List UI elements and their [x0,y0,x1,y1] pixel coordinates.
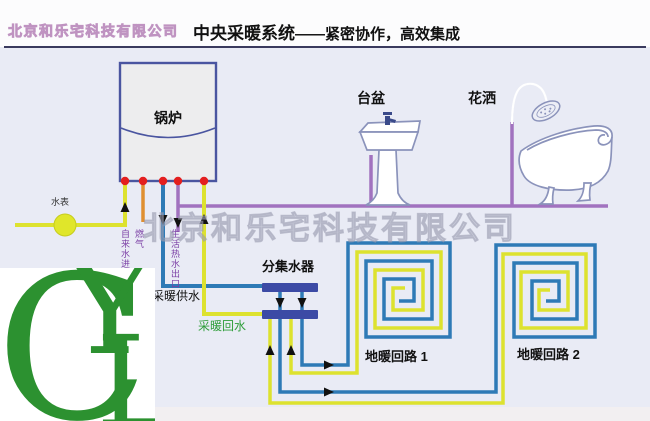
shower-head-icon [531,100,561,122]
logo-letter: L [96,309,155,421]
flow-arrow-up [265,345,275,355]
flow-arrow-down [275,298,285,308]
logo-letter: C [0,268,150,421]
basin-label: 台盆 [357,90,385,106]
page-title: 中央采暖系统——紧密协作，高效集成 [193,19,460,44]
floor-loop-2-label: 地暖回路 2 [517,347,580,362]
flow-arrow-down [158,215,168,225]
bathtub-fixture [518,125,613,205]
title-main: 中央采暖系统 [193,24,295,43]
floor-loop-2-supply-spiral [278,243,597,394]
manifold-label: 分集水器 [262,259,315,274]
flow-arrow-down [297,298,307,308]
boiler [118,61,218,183]
flow-arrow-up [286,345,296,355]
gyl-logo: C Y L [0,268,155,421]
water-meter-label: 水表 [51,197,70,207]
title-sub: ——紧密协作，高效集成 [295,26,461,43]
flow-arrow-down [173,218,183,228]
shower-label: 花洒 [468,90,496,106]
tap-water-pipe [15,181,127,237]
header-bar: 北京和乐宅科技有限公司 中央采暖系统——紧密协作，高效集成 [0,0,650,47]
heating-return-label: 采暖回水 [198,319,247,333]
shower-fixture [510,82,561,125]
gas-label: 燃气 [134,229,144,249]
manifold-supply-bar [262,283,318,292]
flow-arrow-up [120,202,130,212]
water-meter [53,213,77,237]
flow-arrow-right [324,387,334,397]
basin-fixture [358,112,422,206]
flow-arrow-up [199,214,209,224]
floor-loop-1-label: 地暖回路 1 [365,349,428,364]
flow-arrow-right [324,360,334,370]
flow-arrows [120,202,334,397]
floor-loop-2-return-spiral [268,252,588,405]
company-watermark: 北京和乐宅科技有限公司 [8,23,179,40]
footer-strip [0,407,650,421]
heating-return-pipe [202,181,262,316]
logo-letter: Y [66,268,154,385]
boiler-connection-dots [120,176,209,186]
boiler-label: 锅炉 [154,110,182,126]
heating-supply-label: 采暖供水 [152,289,201,303]
dhw-outlet-label: 生活热水出口 [170,229,180,289]
manifold-return-bar [262,310,318,319]
faucet-icon [383,112,396,125]
floor-loop-1-return-spiral [289,250,443,375]
floor-loop-1-supply-spiral [300,241,452,367]
tap-water-inlet-label: 自来水进口 [120,229,130,279]
header-divider [4,46,646,48]
